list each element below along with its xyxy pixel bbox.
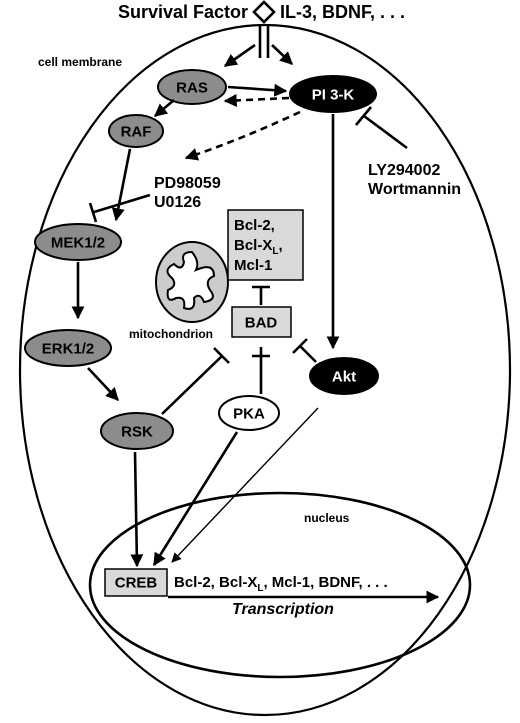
node-mek-label: MEK1/2 (51, 235, 105, 252)
mitochondrion-label: mitochondrion (129, 327, 213, 341)
node-creb: CREB (104, 568, 168, 597)
node-mek: MEK1/2 (34, 223, 122, 261)
target-genes-label: Bcl-2, Bcl-XL, Mcl-1, BDNF, . . . (174, 574, 388, 594)
node-rsk-label: RSK (121, 424, 153, 441)
node-bad: BAD (231, 306, 292, 338)
node-creb-label: CREB (115, 575, 158, 592)
arrow-receptor-pi3k (271, 44, 293, 65)
node-akt: Akt (309, 357, 379, 395)
bcl-box-line3: Mcl-1 (234, 257, 272, 274)
inhibit-akt-bad (299, 345, 317, 363)
arrow-ras-pi3k (227, 83, 288, 97)
arrow-pi3k-ras-dashed (223, 93, 290, 107)
node-raf: RAF (108, 114, 164, 148)
node-ras: RAS (157, 69, 227, 105)
inhibit-rsk-bad-bar (213, 347, 230, 364)
arrow-raf-mek (111, 148, 132, 222)
receptor (252, 0, 276, 58)
inhibit-pd-mek (93, 193, 151, 214)
node-pka: PKA (218, 395, 280, 431)
bcl-box-line1: Bcl-2, (234, 217, 275, 234)
cell-outline (18, 23, 512, 717)
node-pi3k-label: PI 3-K (312, 87, 355, 104)
bcl-box: Bcl-2, Bcl-XL, Mcl-1 (227, 209, 304, 281)
nucleus-label: nucleus (304, 511, 350, 525)
inhibit-akt-bad-bar (292, 338, 308, 354)
arrow-ras-raf (154, 99, 175, 117)
inhibit-rsk-bad (161, 355, 223, 415)
arrow-akt-creb (171, 407, 319, 563)
cell-membrane-label: cell membrane (38, 55, 122, 69)
inhibitor-u0126-label: U0126 (154, 194, 201, 211)
transcription-label: Transcription (232, 601, 334, 618)
arrow-receptor-ras (223, 43, 256, 68)
survival-factor-label: Survival Factor (118, 2, 248, 22)
node-rsk: RSK (100, 412, 174, 450)
node-pi3k: PI 3-K (289, 75, 377, 113)
inhibit-pd-mek-bar (88, 202, 98, 223)
arrow-pi3k-raf-dashed (184, 110, 301, 161)
inhibitor-ly-label: LY294002 (368, 162, 440, 179)
ligands-label: IL-3, BDNF, . . . (280, 2, 405, 22)
bcl-box-line2: Bcl-XL, (234, 237, 283, 257)
node-raf-label: RAF (121, 124, 152, 141)
arrow-rsk-creb (130, 451, 144, 568)
node-erk: ERK1/2 (24, 329, 112, 367)
mitochondrion (155, 241, 229, 323)
nucleus-outline (88, 491, 472, 679)
inhibitor-wortmannin-label: Wortmannin (368, 181, 461, 198)
node-bad-label: BAD (245, 315, 278, 332)
inhibit-ly-pi3k-bar (355, 106, 372, 126)
node-ras-label: RAS (176, 80, 208, 97)
inhibit-ly-pi3k (363, 114, 408, 150)
node-erk-label: ERK1/2 (42, 341, 95, 358)
arrow-pka-creb (152, 431, 239, 567)
node-akt-label: Akt (332, 369, 356, 386)
node-pka-label: PKA (233, 406, 265, 423)
arrow-erk-rsk (87, 367, 119, 401)
inhibitor-pd-label: PD98059 (154, 175, 221, 192)
